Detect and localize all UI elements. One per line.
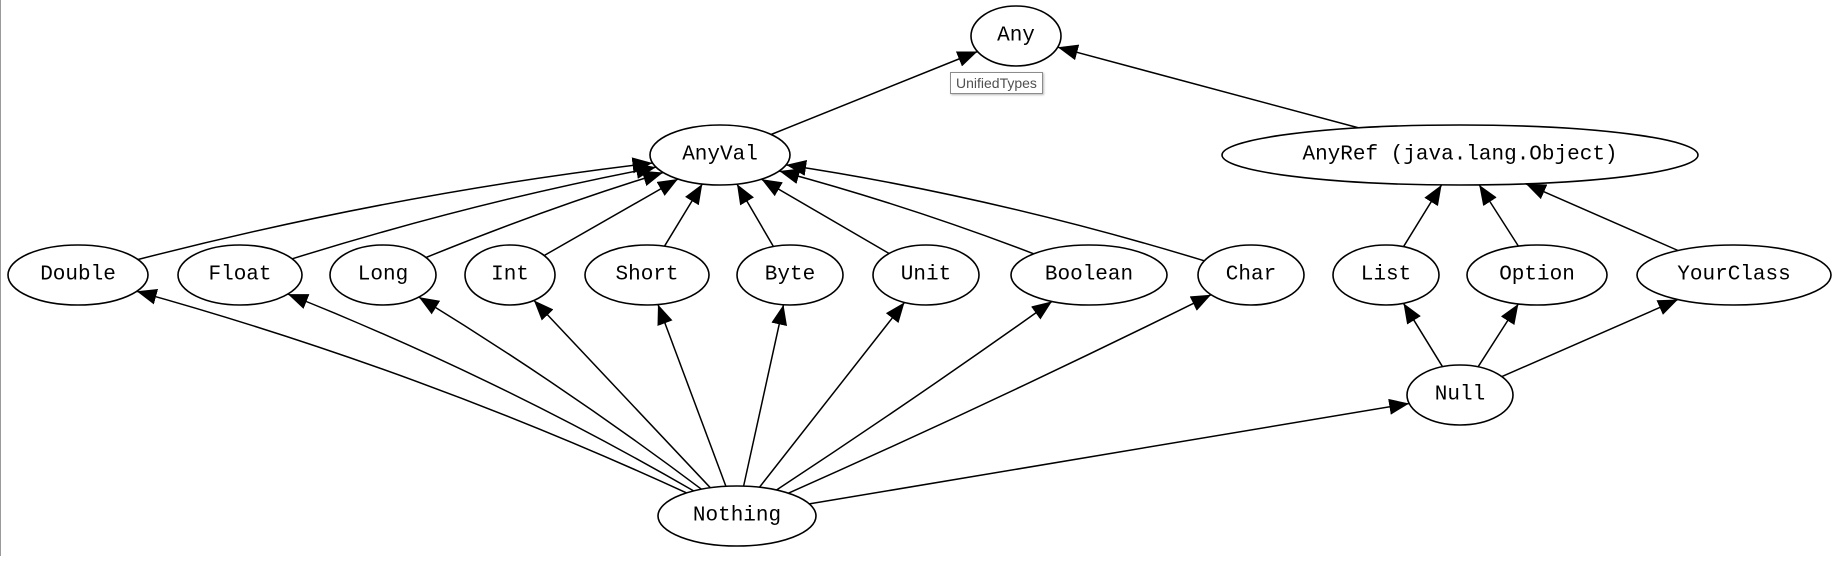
edge-nothing-to-byte xyxy=(742,304,788,487)
node-null[interactable]: Null xyxy=(1406,364,1514,426)
node-double[interactable]: Double xyxy=(7,244,149,306)
edge-null-to-list xyxy=(1402,302,1444,368)
node-boolean[interactable]: Boolean xyxy=(1010,244,1168,306)
nodes-layer: Any AnyVal AnyRef (java.lang.Object) Dou… xyxy=(7,5,1832,547)
node-label-char: Char xyxy=(1226,264,1276,287)
edge-nothing-to-short xyxy=(657,304,727,487)
node-label-unit: Unit xyxy=(901,264,951,287)
node-int[interactable]: Int xyxy=(464,244,556,306)
edge-short-to-anyval xyxy=(663,183,703,247)
edge-anyref-to-any xyxy=(1057,44,1359,129)
node-label-boolean: Boolean xyxy=(1045,264,1133,287)
node-option[interactable]: Option xyxy=(1466,244,1608,306)
node-label-byte: Byte xyxy=(765,264,815,287)
node-nothing[interactable]: Nothing xyxy=(657,485,817,547)
edge-char-to-anyval xyxy=(785,159,1205,262)
window-left-border xyxy=(0,0,1,556)
node-label-double: Double xyxy=(40,264,116,287)
edge-float-to-anyval xyxy=(291,163,657,260)
edge-list-to-anyref xyxy=(1402,184,1443,248)
node-label-any: Any xyxy=(997,25,1035,48)
node-label-null: Null xyxy=(1435,384,1485,407)
edge-option-to-anyref xyxy=(1478,184,1520,247)
edge-null-to-yourclass xyxy=(1501,298,1679,378)
node-label-int: Int xyxy=(491,264,529,287)
node-label-long: Long xyxy=(358,264,408,287)
edges-layer xyxy=(136,44,1679,505)
edge-yourclass-to-anyref xyxy=(1525,183,1679,252)
node-byte[interactable]: Byte xyxy=(736,244,844,306)
node-float[interactable]: Float xyxy=(177,244,303,306)
node-long[interactable]: Long xyxy=(329,244,437,306)
node-label-nothing: Nothing xyxy=(693,505,781,528)
edge-byte-to-anyval xyxy=(736,183,775,247)
edge-anyval-to-any xyxy=(770,50,978,136)
edge-int-to-anyval xyxy=(543,178,679,257)
node-label-yourclass: YourClass xyxy=(1677,264,1790,287)
edge-nothing-to-float xyxy=(287,293,694,492)
node-label-list: List xyxy=(1361,264,1411,287)
edge-long-to-anyval xyxy=(425,170,664,259)
node-short[interactable]: Short xyxy=(584,244,710,306)
edge-double-to-anyval xyxy=(137,157,653,261)
node-label-float: Float xyxy=(208,264,271,287)
tooltip: UnifiedTypes xyxy=(950,72,1043,94)
edge-nothing-to-null xyxy=(809,398,1410,505)
node-char[interactable]: Char xyxy=(1197,244,1305,306)
node-yourclass[interactable]: YourClass xyxy=(1636,244,1832,306)
node-anyref[interactable]: AnyRef (java.lang.Object) xyxy=(1221,124,1699,186)
node-label-anyref: AnyRef (java.lang.Object) xyxy=(1302,144,1617,167)
edge-nothing-to-double xyxy=(136,288,687,494)
edge-nothing-to-boolean xyxy=(776,300,1053,491)
edge-nothing-to-long xyxy=(418,296,702,490)
node-any[interactable]: Any xyxy=(970,5,1062,67)
edge-nothing-to-char xyxy=(788,294,1212,494)
edge-boolean-to-anyval xyxy=(779,168,1034,255)
node-unit[interactable]: Unit xyxy=(872,244,980,306)
edge-unit-to-anyval xyxy=(761,178,890,255)
node-label-anyval: AnyVal xyxy=(682,144,758,167)
edge-nothing-to-int xyxy=(533,299,711,489)
node-label-option: Option xyxy=(1499,264,1575,287)
edge-nothing-to-unit xyxy=(758,301,906,488)
node-label-short: Short xyxy=(615,264,678,287)
node-list[interactable]: List xyxy=(1332,244,1440,306)
edge-null-to-option xyxy=(1477,303,1520,368)
node-anyval[interactable]: AnyVal xyxy=(649,124,791,186)
